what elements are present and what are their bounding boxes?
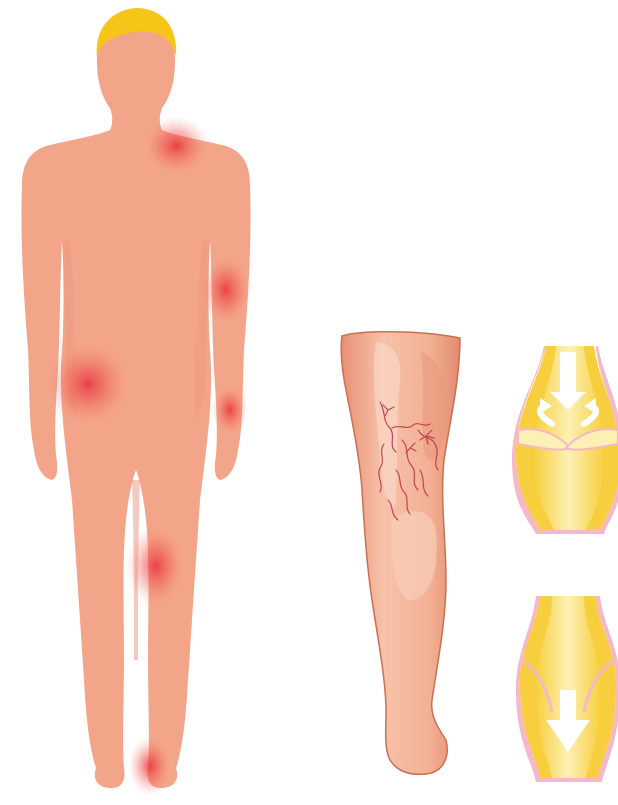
pain-spot-knee — [126, 524, 186, 608]
pain-spot-forearm — [212, 384, 248, 436]
healthy-vein-valve — [512, 346, 618, 534]
pain-spot-ankle — [128, 736, 172, 796]
human-body — [21, 8, 252, 796]
pain-spot-hip — [44, 340, 132, 428]
varicose-leg — [341, 332, 460, 775]
pain-spot-upper-arm — [200, 254, 252, 326]
pain-spot-shoulder — [142, 116, 210, 176]
faulty-vein-valve — [516, 596, 618, 782]
